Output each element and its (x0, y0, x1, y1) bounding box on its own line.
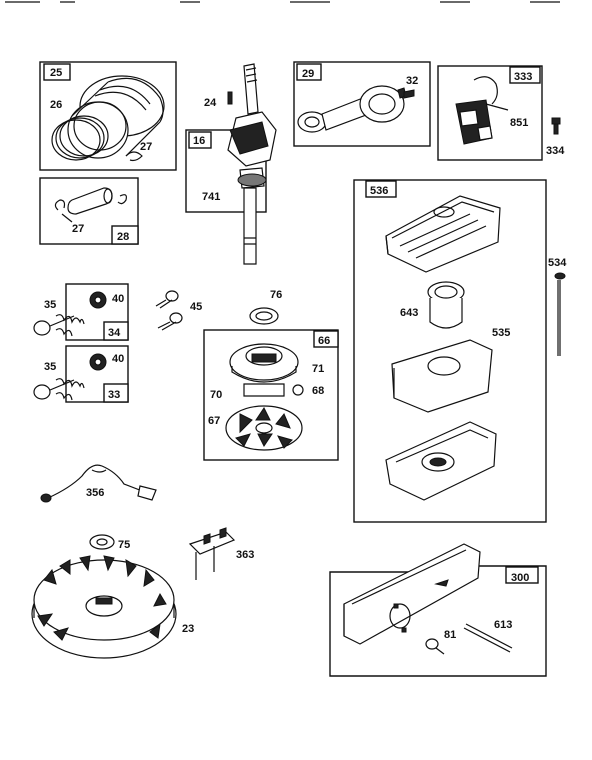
callout-26: 26 (50, 99, 62, 111)
valve-spring-34 (33, 314, 85, 337)
callout-356: 356 (86, 487, 104, 499)
valve-group-34: 34 35 40 (33, 283, 129, 341)
callout-76: 76 (270, 289, 282, 301)
valve-spring-33 (33, 378, 85, 401)
ball-68 (292, 384, 304, 396)
callout-66: 66 (318, 335, 330, 347)
spring-356: 356 (40, 464, 157, 503)
callout-300: 300 (511, 572, 529, 584)
washer-76: 76 (249, 289, 282, 325)
callout-81: 81 (444, 629, 456, 641)
callout-32: 32 (406, 75, 418, 87)
callout-16: 16 (193, 135, 205, 147)
crankshaft (227, 63, 277, 265)
callout-535: 535 (492, 327, 510, 339)
callout-28: 28 (117, 231, 129, 243)
callout-613: 613 (494, 619, 512, 631)
callout-35-a: 35 (44, 299, 56, 311)
impeller-67 (225, 405, 303, 451)
air-cleaner-cover (385, 195, 501, 273)
stud-613 (463, 623, 513, 653)
piston-group: 25 26 27 (39, 61, 177, 171)
callout-40-a: 40 (112, 293, 124, 305)
callout-536: 536 (370, 185, 388, 197)
callout-334: 334 (546, 145, 565, 157)
callout-40-b: 40 (112, 353, 124, 365)
air-cleaner-group: 536 643 535 (353, 179, 547, 523)
callout-70: 70 (210, 389, 222, 401)
washer-75: 75 (89, 534, 130, 551)
key-24 (227, 91, 233, 105)
shaft-70 (243, 383, 285, 397)
callout-45: 45 (190, 301, 202, 313)
piston-rings (51, 115, 109, 161)
callout-25: 25 (50, 67, 62, 79)
gear-group-66: 66 71 70 68 67 (203, 329, 339, 461)
bracket-363: 363 (188, 527, 254, 580)
callout-68: 68 (312, 385, 324, 397)
callout-24: 24 (204, 97, 217, 109)
air-filter (391, 339, 493, 413)
flywheel-23: 23 (31, 555, 194, 659)
callout-851: 851 (510, 117, 528, 129)
clip-left (54, 199, 66, 211)
callout-75: 75 (118, 539, 130, 551)
connecting-rod (297, 85, 407, 133)
callout-363: 363 (236, 549, 254, 561)
muffler-group: 300 81 613 (329, 543, 547, 677)
callout-27-a: 27 (140, 141, 152, 153)
air-cleaner-adapter (427, 281, 465, 329)
ignition-armature (455, 76, 509, 145)
piston-pin-clip (125, 151, 143, 162)
crankshaft-group: 16 24 741 (185, 63, 277, 265)
muffler-body (343, 543, 481, 645)
screws-45: 45 (155, 290, 202, 331)
callout-35-b: 35 (44, 361, 56, 373)
callout-34: 34 (108, 327, 121, 339)
callout-534: 534 (548, 257, 567, 269)
callout-33: 33 (108, 389, 120, 401)
screw-334 (551, 117, 561, 135)
piston-pin-group: 28 27 (39, 177, 139, 245)
callout-29: 29 (302, 68, 314, 80)
bolt-534: 534 (548, 257, 567, 356)
flywheel-fins (37, 555, 167, 641)
callout-643: 643 (400, 307, 418, 319)
rod-bolt-32 (403, 89, 415, 99)
callout-27-b: 27 (72, 223, 84, 235)
retainer-40-a (89, 291, 107, 309)
connecting-rod-group: 29 32 (293, 61, 431, 147)
callout-741: 741 (202, 191, 220, 203)
gear-71 (229, 343, 299, 383)
callout-67: 67 (208, 415, 220, 427)
air-cleaner-base (385, 421, 497, 501)
piston-pin (67, 187, 113, 215)
retainer-40-b (89, 353, 107, 371)
callout-333: 333 (514, 71, 532, 83)
ignition-group: 333 851 334 (437, 65, 565, 161)
screw-81 (425, 638, 445, 655)
callout-71: 71 (312, 363, 324, 375)
callout-23: 23 (182, 623, 194, 635)
clip-right (117, 194, 127, 205)
valve-group-33: 33 35 40 (33, 345, 129, 403)
